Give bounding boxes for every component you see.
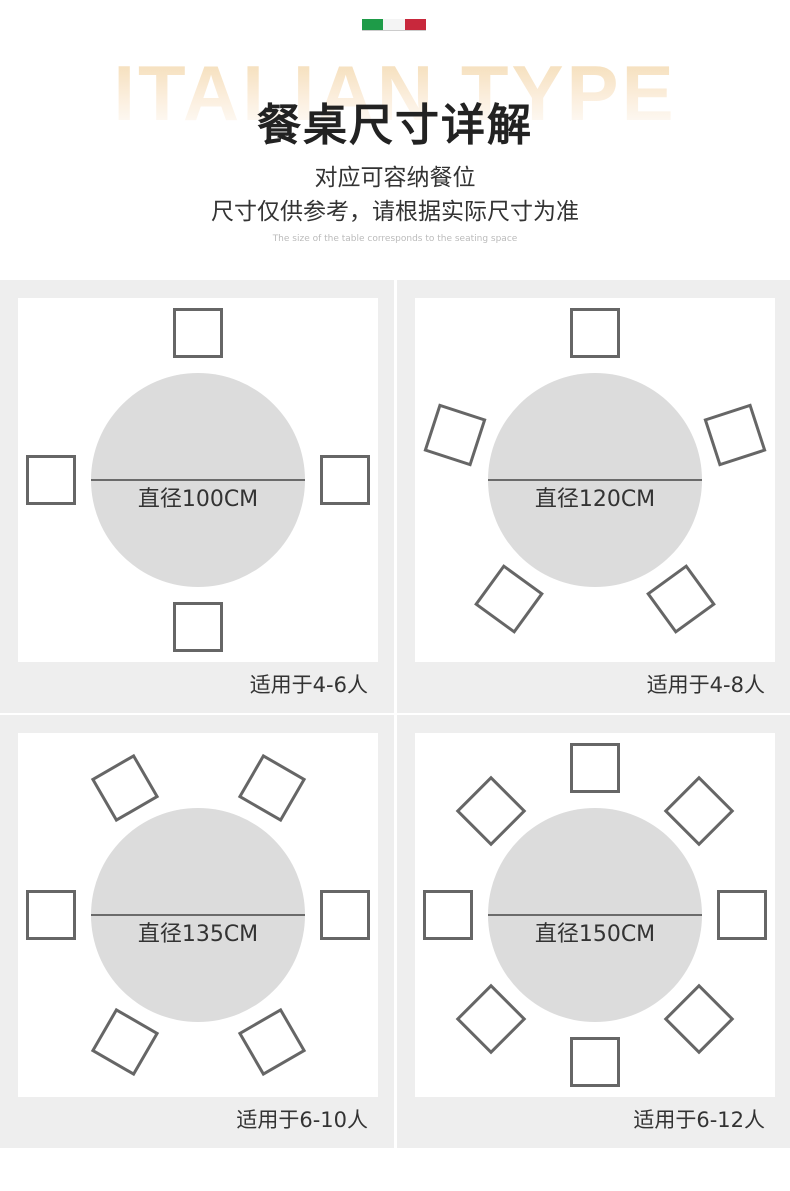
seating-capacity-label: 适用于6-12人 [633, 1108, 765, 1132]
chair-seat [423, 403, 487, 467]
chair-seat [570, 1037, 620, 1087]
subtitle-capacity: 对应可容纳餐位 [314, 165, 476, 191]
seating-capacity-label: 适用于4-6人 [249, 673, 368, 697]
chair-seat [570, 743, 620, 793]
chair-seat [320, 455, 370, 505]
chair-seat [173, 602, 223, 652]
diameter-line [488, 479, 702, 481]
chair-seat [423, 890, 473, 940]
subtitle-disclaimer: 尺寸仅供参考，请根据实际尺寸为准 [211, 199, 579, 225]
chair-seat [717, 890, 767, 940]
table-panel-150: 直径150CM 适用于6-12人 [397, 715, 790, 1148]
table-diagram-card: 直径100CM [18, 298, 378, 662]
chair-seat [663, 983, 735, 1055]
diameter-line [91, 479, 305, 481]
background-watermark-text: ITALIAN TYPE [0, 48, 790, 138]
chair-seat [237, 1008, 306, 1077]
chair-seat [173, 308, 223, 358]
chair-seat [663, 775, 735, 847]
chair-seat [237, 753, 306, 822]
round-table: 直径120CM [488, 373, 702, 587]
chair-seat [455, 775, 527, 847]
chair-seat [570, 308, 620, 358]
page-title: 餐桌尺寸详解 [257, 100, 533, 151]
grid-divider-horizontal [0, 713, 790, 715]
chair-seat [703, 403, 767, 467]
table-diagram-card: 直径120CM [415, 298, 775, 662]
flag-red-stripe [404, 19, 426, 30]
table-panel-100: 直径100CM 适用于4-6人 [0, 280, 394, 713]
chair-seat [26, 455, 76, 505]
table-diagram-card: 直径135CM [18, 733, 378, 1097]
table-diagram-card: 直径150CM [415, 733, 775, 1097]
seating-capacity-label: 适用于4-8人 [646, 673, 765, 697]
round-table: 直径100CM [91, 373, 305, 587]
diameter-label: 直径150CM [534, 922, 656, 947]
diameter-label: 直径135CM [137, 922, 259, 947]
italian-flag-icon [362, 19, 426, 30]
chair-seat [90, 1008, 159, 1077]
table-size-grid: 直径100CM 适用于4-6人 直径120CM 适用于4-8人 直径135CM … [0, 280, 790, 1148]
flag-white-stripe [383, 19, 405, 30]
diameter-line [488, 914, 702, 916]
chair-seat [90, 753, 159, 822]
chair-seat [320, 890, 370, 940]
table-panel-135: 直径135CM 适用于6-10人 [0, 715, 394, 1148]
chair-seat [646, 564, 717, 634]
seating-capacity-label: 适用于6-10人 [236, 1108, 368, 1132]
diameter-label: 直径100CM [137, 487, 259, 512]
chair-seat [26, 890, 76, 940]
chair-seat [473, 564, 544, 634]
diameter-label: 直径120CM [534, 487, 656, 512]
diameter-line [91, 914, 305, 916]
round-table: 直径135CM [91, 808, 305, 1022]
round-table: 直径150CM [488, 808, 702, 1022]
flag-green-stripe [362, 19, 384, 30]
english-note: The size of the table corresponds to the… [272, 234, 518, 244]
table-panel-120: 直径120CM 适用于4-8人 [397, 280, 790, 713]
chair-seat [455, 983, 527, 1055]
